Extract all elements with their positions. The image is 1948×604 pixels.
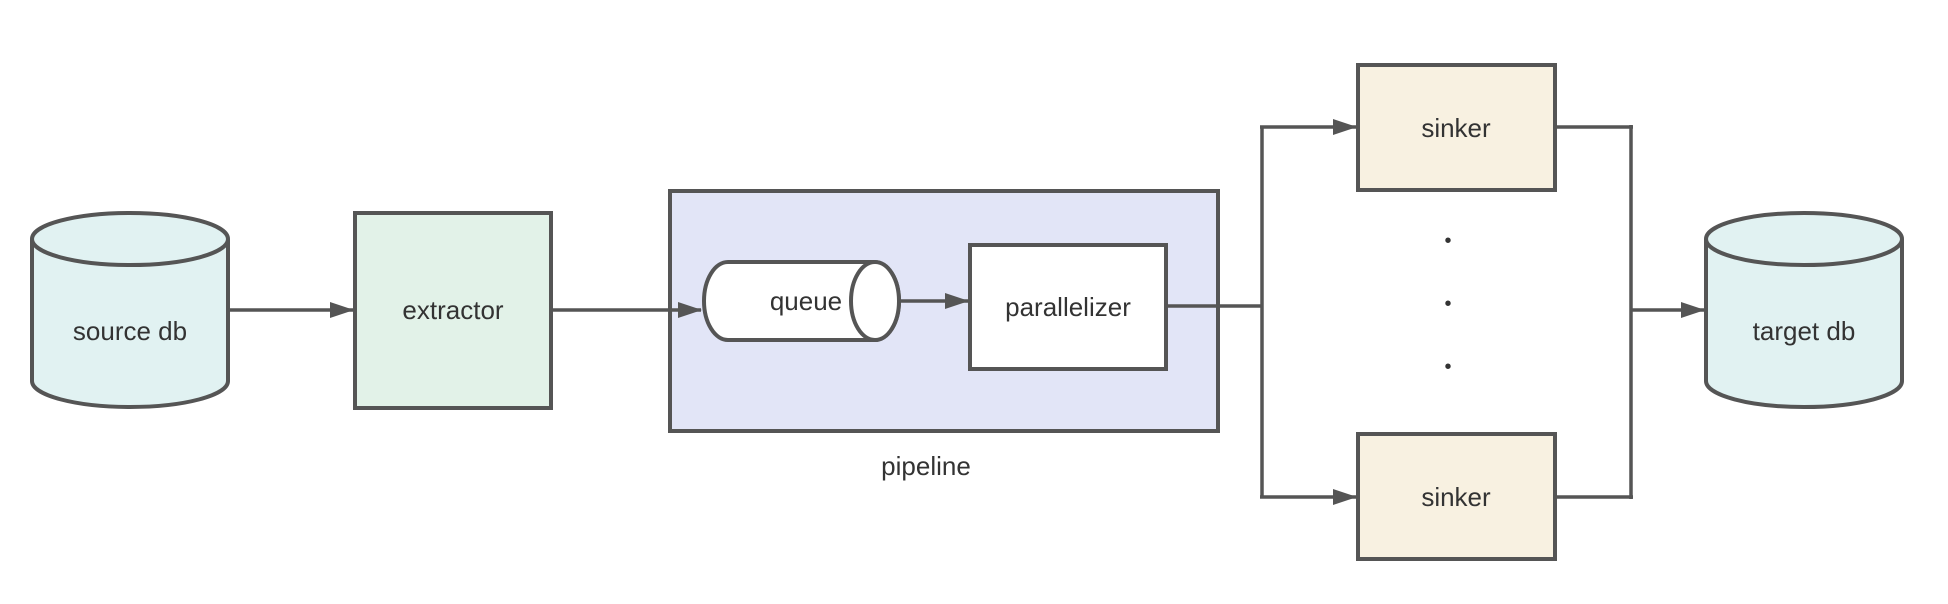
pipeline-label: pipeline xyxy=(881,451,971,481)
parallelizer-label: parallelizer xyxy=(1005,292,1131,322)
source-db-cylinder: source db xyxy=(30,211,230,409)
sinker-top-box: sinker xyxy=(1356,63,1557,192)
sinker-bottom-box: sinker xyxy=(1356,432,1557,561)
ellipsis-dot-1: • xyxy=(1444,230,1451,252)
target-db-label: target db xyxy=(1753,316,1856,346)
sinker-bottom-label: sinker xyxy=(1421,482,1491,512)
extractor-label: extractor xyxy=(402,295,503,325)
queue-cylinder: queue xyxy=(702,260,901,342)
ellipsis-dot-3: • xyxy=(1444,356,1451,378)
parallelizer-box: parallelizer xyxy=(968,243,1168,371)
source-db-label: source db xyxy=(73,316,187,346)
sinker-top-label: sinker xyxy=(1421,113,1491,143)
extractor-box: extractor xyxy=(353,211,553,410)
queue-label: queue xyxy=(770,286,842,316)
ellipsis-dot-2: • xyxy=(1444,293,1451,315)
target-db-cylinder: target db xyxy=(1704,211,1904,409)
